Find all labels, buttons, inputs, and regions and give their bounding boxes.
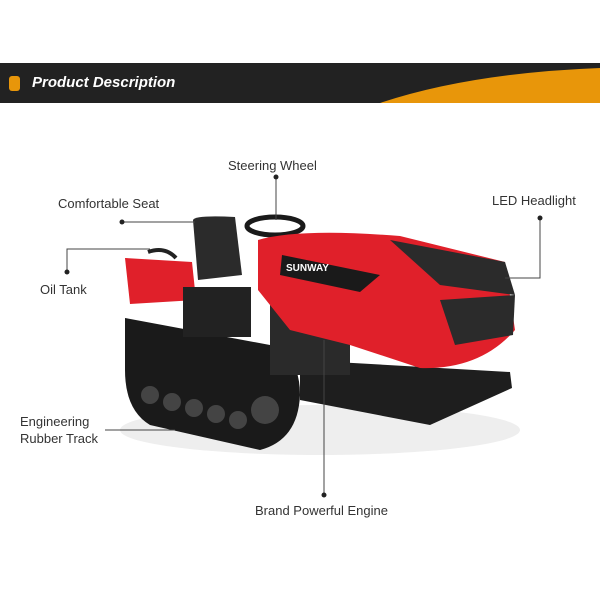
label-steering-wheel: Steering Wheel <box>228 158 317 173</box>
label-oil-tank: Oil Tank <box>40 282 87 297</box>
header-banner <box>0 63 600 103</box>
oil-tank <box>125 258 196 304</box>
label-comfortable-seat: Comfortable Seat <box>58 196 160 211</box>
led-headlight <box>390 240 515 295</box>
label-led-headlight: LED Headlight <box>492 193 576 208</box>
section-title: Product Description <box>32 74 176 91</box>
label-rubber-track-line2: Rubber Track <box>20 431 99 446</box>
seat <box>193 216 242 280</box>
label-engine: Brand Powerful Engine <box>255 503 388 518</box>
header-bullet-icon <box>9 76 20 91</box>
svg-text:SUNWAY: SUNWAY <box>286 263 329 274</box>
steering-wheel <box>244 214 306 238</box>
rubber-track <box>125 318 300 450</box>
label-rubber-track-line1: Engineering <box>20 414 90 429</box>
